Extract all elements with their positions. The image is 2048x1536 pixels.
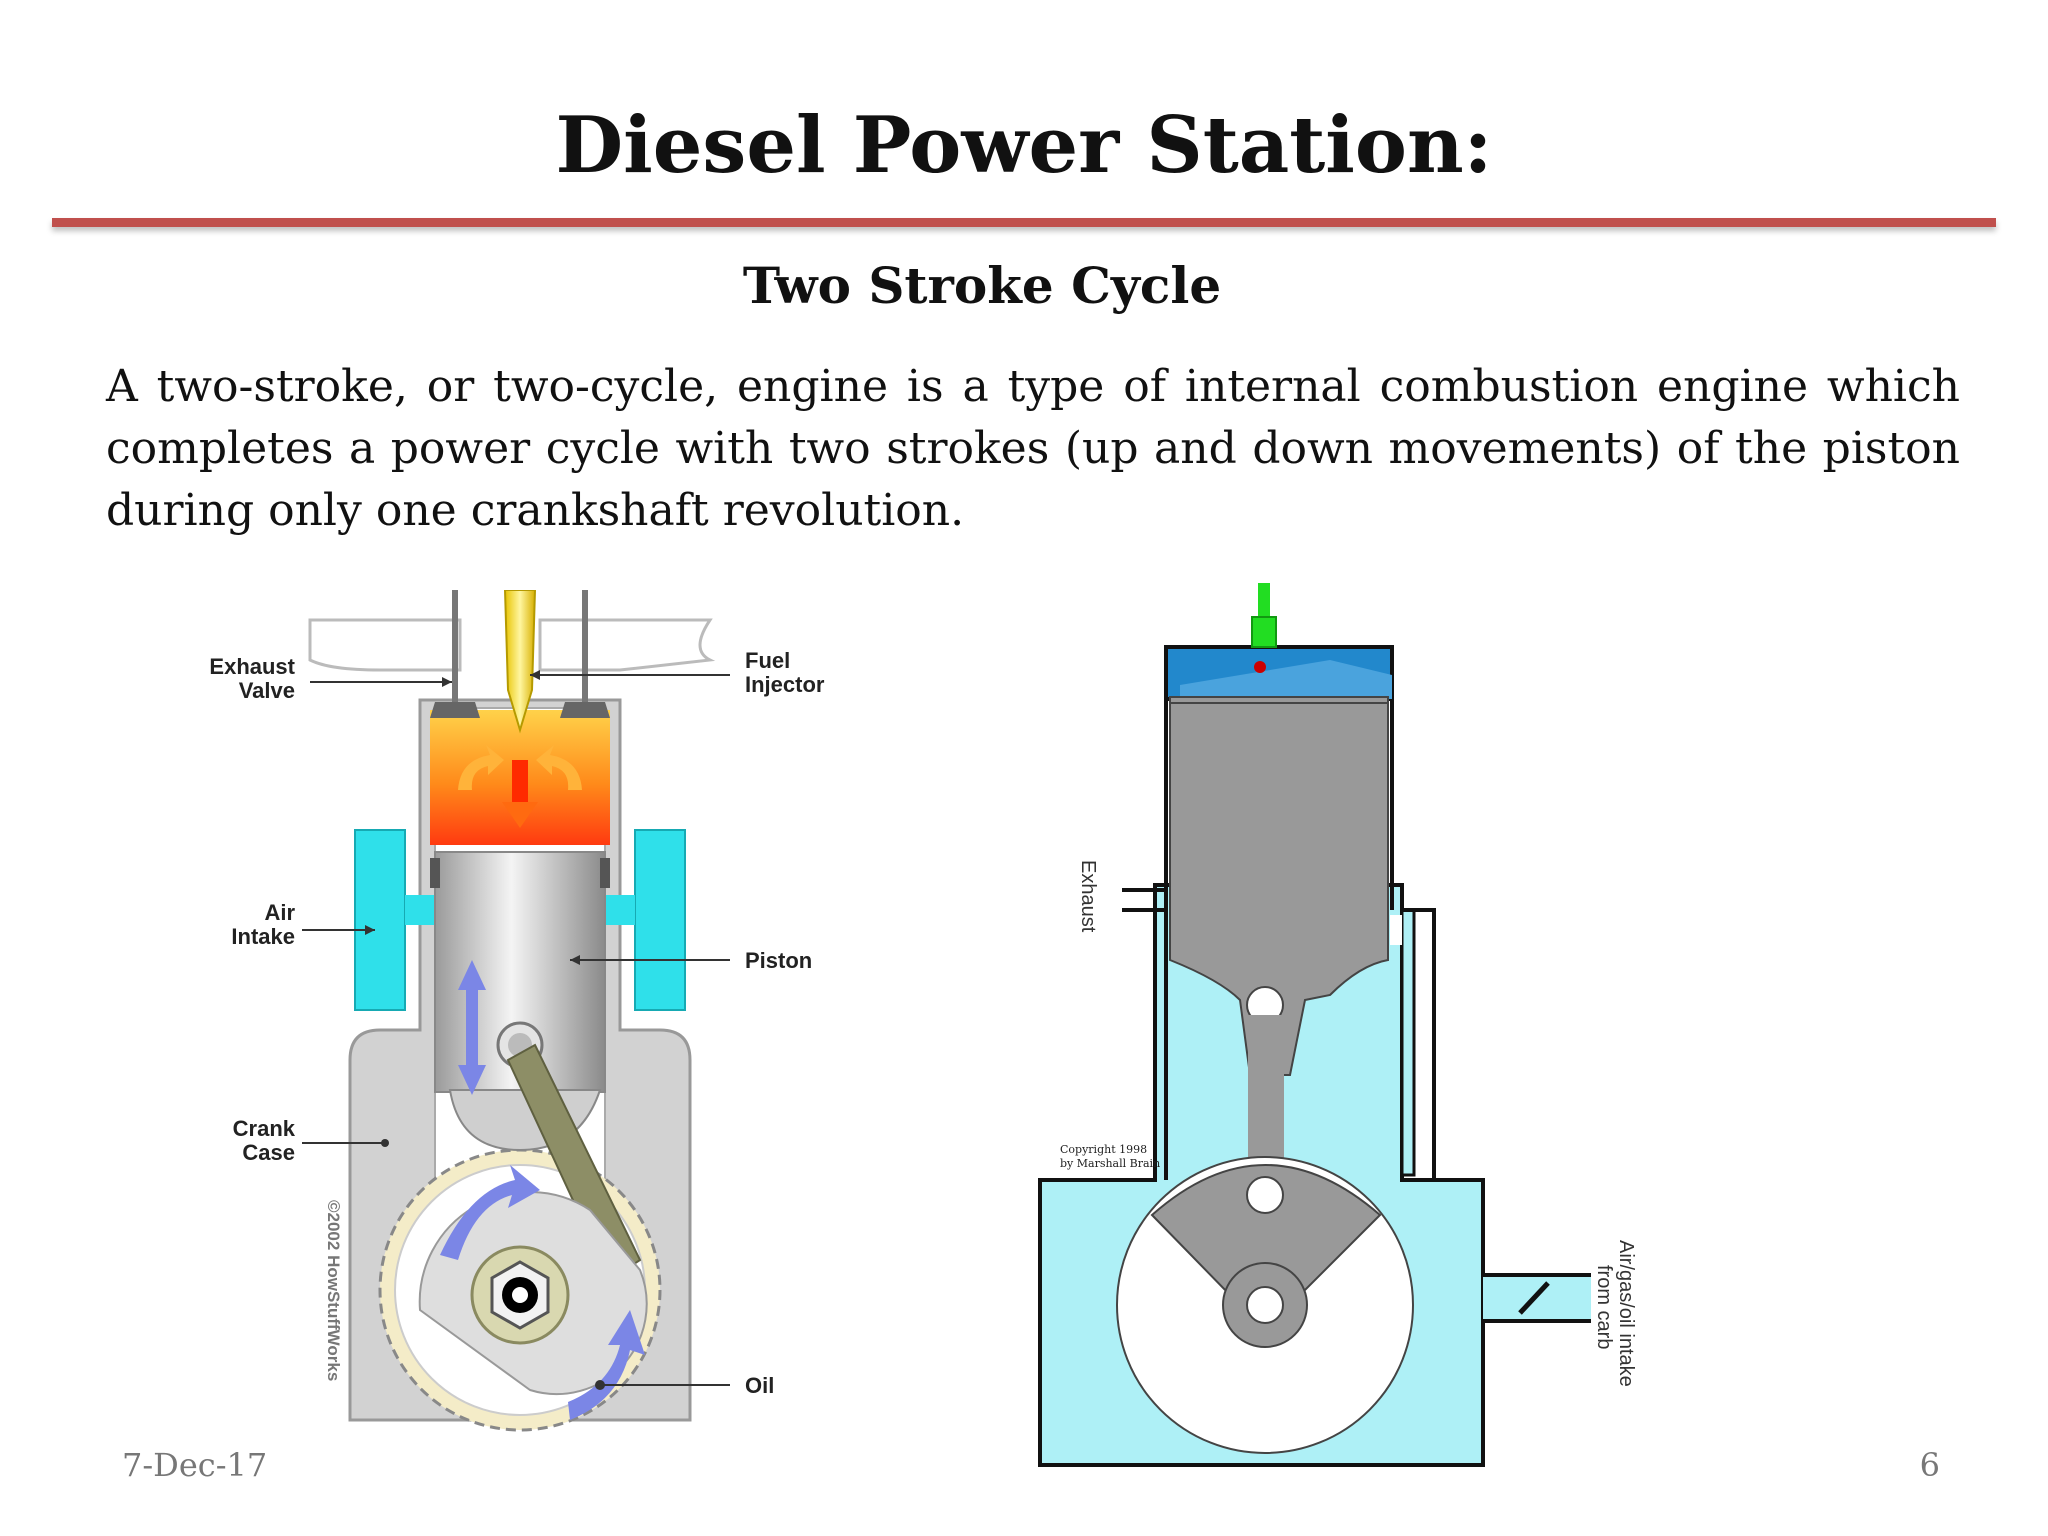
label-exhaust: Exhaust [1077,860,1099,933]
label-air-intake-1: Air [264,900,295,925]
reed-valve [1518,1281,1550,1315]
footer-page-number: 6 [1919,1446,1940,1484]
fuel-injector [503,589,537,734]
copyright-1998: Copyright 1998 [1060,1143,1147,1156]
footer-date: 7-Dec-17 [122,1446,268,1484]
crank-web [1150,1164,1382,1296]
air-intake-right [634,829,686,1011]
crank-rotation-arrow [440,1165,540,1260]
label-crank-case-2: Case [242,1140,295,1165]
exhaust-port-outline [308,618,716,672]
slide-title: Diesel Power Station: [555,100,1493,191]
two-stroke-engine-diagram: Exhaust Air/gas/oil intake from carb Cop… [1030,575,1680,1475]
label-exhaust-valve-2: Valve [239,678,295,703]
label-fuel-injector-2: Injector [745,672,825,697]
label-piston: Piston [745,948,812,973]
title-divider [52,218,1996,227]
diesel-engine-diagram: Exhaust Valve Fuel Injector Air Intake P… [190,589,870,1460]
label-intake-1: Air/gas/oil intake [1615,1240,1637,1387]
connecting-rod [1248,1015,1284,1175]
label-crank-case-1: Crank [233,1116,296,1141]
injector-tip [1258,583,1270,623]
label-air-intake-2: Intake [231,924,295,949]
crankshaft-center [1246,1286,1284,1324]
label-fuel-injector-1: Fuel [745,648,790,673]
piston-motion-arrow [458,960,486,1095]
copyright-howstuffworks: ©2002 HowStuffWorks [324,1200,343,1381]
label-oil: Oil [745,1373,774,1398]
crank-pin [1246,1176,1284,1214]
exhaust-valve [430,702,480,718]
slide-paragraph: A two-stroke, or two-cycle, engine is a … [106,361,1960,536]
label-exhaust-valve-1: Exhaust [209,654,295,679]
slide-subtitle: Two Stroke Cycle [742,256,1222,315]
label-intake-2: from carb [1593,1265,1615,1349]
piston [1169,696,1389,1076]
air-intake-left [354,829,406,1011]
copyright-author: by Marshall Brain [1060,1157,1160,1170]
